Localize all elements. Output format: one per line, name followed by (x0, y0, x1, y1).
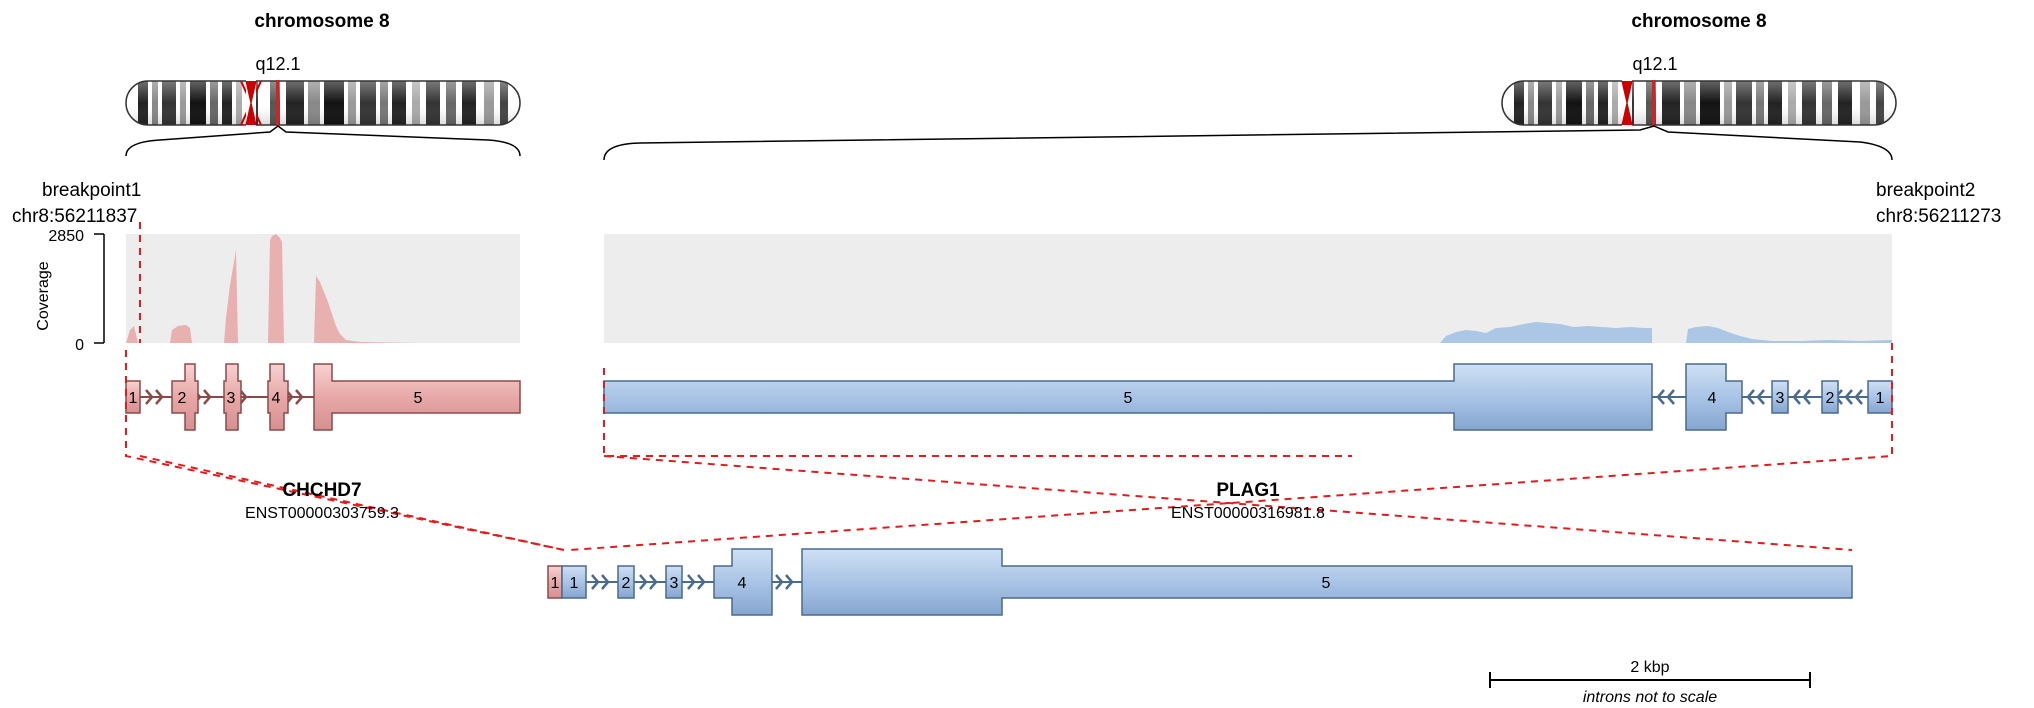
scale-bar-note: introns not to scale (1583, 689, 1717, 706)
right-chromosome-ideogram (1502, 80, 1896, 126)
gene1-exon-label: 4 (272, 390, 281, 407)
fusion-exon-label: 5 (1322, 575, 1331, 592)
coverage-axis-label: Coverage (35, 261, 52, 330)
scale-bar-label: 2 kbp (1630, 659, 1669, 676)
gene2-transcript (604, 364, 1892, 430)
gene1-name: CHCHD7 (282, 480, 361, 501)
gene2-exon-label: 1 (1876, 390, 1885, 407)
left-chromosome-ideogram (126, 80, 520, 126)
right-chromosome-title: chromosome 8 (1631, 11, 1766, 32)
fusion-exon-label: 1 (570, 575, 579, 592)
gene2-exon-label: 3 (1776, 390, 1785, 407)
coverage-axis (94, 234, 104, 343)
gene2-exon-label: 5 (1124, 390, 1133, 407)
breakpoint2-label: breakpoint2 (1876, 180, 1975, 201)
breakpoint2-position: chr8:56211273 (1876, 206, 2001, 227)
gene2-exon-label: 4 (1708, 390, 1717, 407)
gene1-exon-label: 2 (178, 390, 187, 407)
gene1-exon-label: 3 (227, 390, 236, 407)
coverage-max-label: 2850 (48, 228, 84, 245)
breakpoint1-label: breakpoint1 (42, 180, 141, 201)
gene1-transcript-id: ENST00000303759.3 (245, 505, 399, 522)
fusion-exon-label: 4 (738, 575, 747, 592)
right-zoom-brace (604, 126, 1892, 160)
gene2-exon-label: 2 (1826, 390, 1835, 407)
left-zoom-brace (126, 126, 520, 156)
fusion-exon-label: 3 (670, 575, 679, 592)
gene1-exon-label: 5 (414, 390, 423, 407)
gene2-coverage-panel (604, 234, 1892, 343)
fusion-exon-label: 2 (622, 575, 631, 592)
left-chromosome-title: chromosome 8 (254, 11, 389, 32)
gene2-transcript-id: ENST00000316981.8 (1171, 505, 1325, 522)
breakpoint1-position: chr8:56211837 (12, 206, 137, 227)
coverage-min-label: 0 (75, 337, 84, 354)
right-band-label: q12.1 (1632, 54, 1677, 74)
gene1-exon-label: 1 (129, 390, 138, 407)
left-band-label: q12.1 (255, 54, 300, 74)
gene2-name: PLAG1 (1216, 480, 1280, 501)
fusion-exon-label: 1 (551, 575, 560, 592)
